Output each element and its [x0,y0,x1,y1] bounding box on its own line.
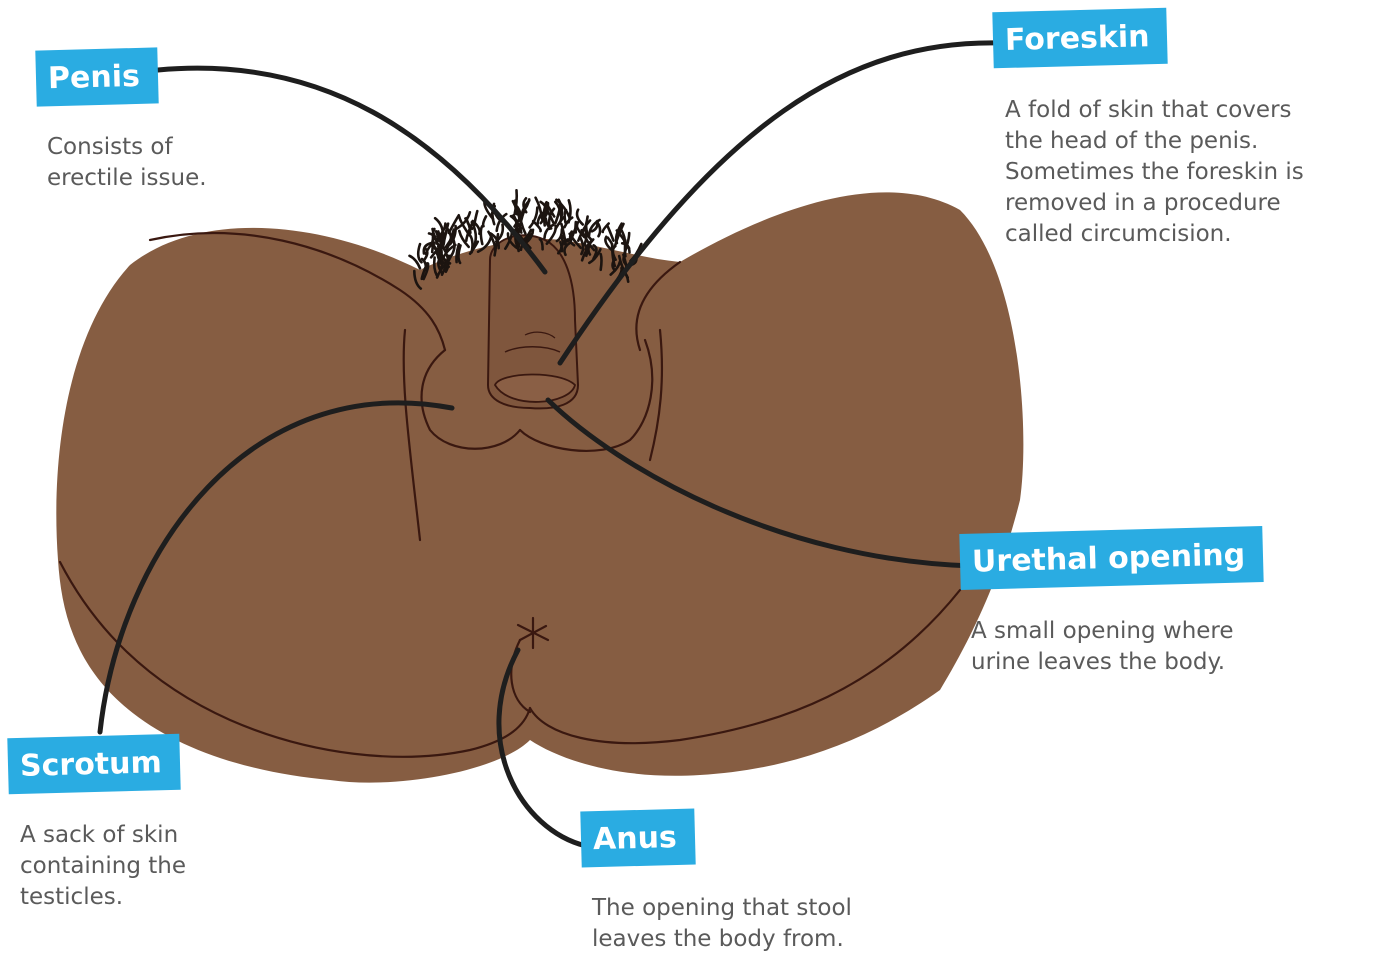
anus-label: Anus [580,809,695,868]
scrotum-label: Scrotum [7,734,180,794]
urethal-opening-description: A small opening where urine leaves the b… [971,616,1234,678]
hair-strand [601,254,602,270]
hair-strand [469,234,473,253]
foreskin-description: A fold of skin that covers the head of t… [1005,95,1304,250]
scrotum-description: A sack of skin containing the testicles. [20,820,186,913]
penis-description: Consists of erectile issue. [47,132,207,194]
anus-description: The opening that stool leaves the body f… [592,893,852,955]
hair-strand [483,216,486,226]
hair-strand [481,226,482,244]
foreskin-label: Foreskin [992,8,1168,69]
penis-label: Penis [35,47,158,106]
penis-shape [488,235,578,408]
urethal-opening-label: Urethal opening [959,526,1263,590]
